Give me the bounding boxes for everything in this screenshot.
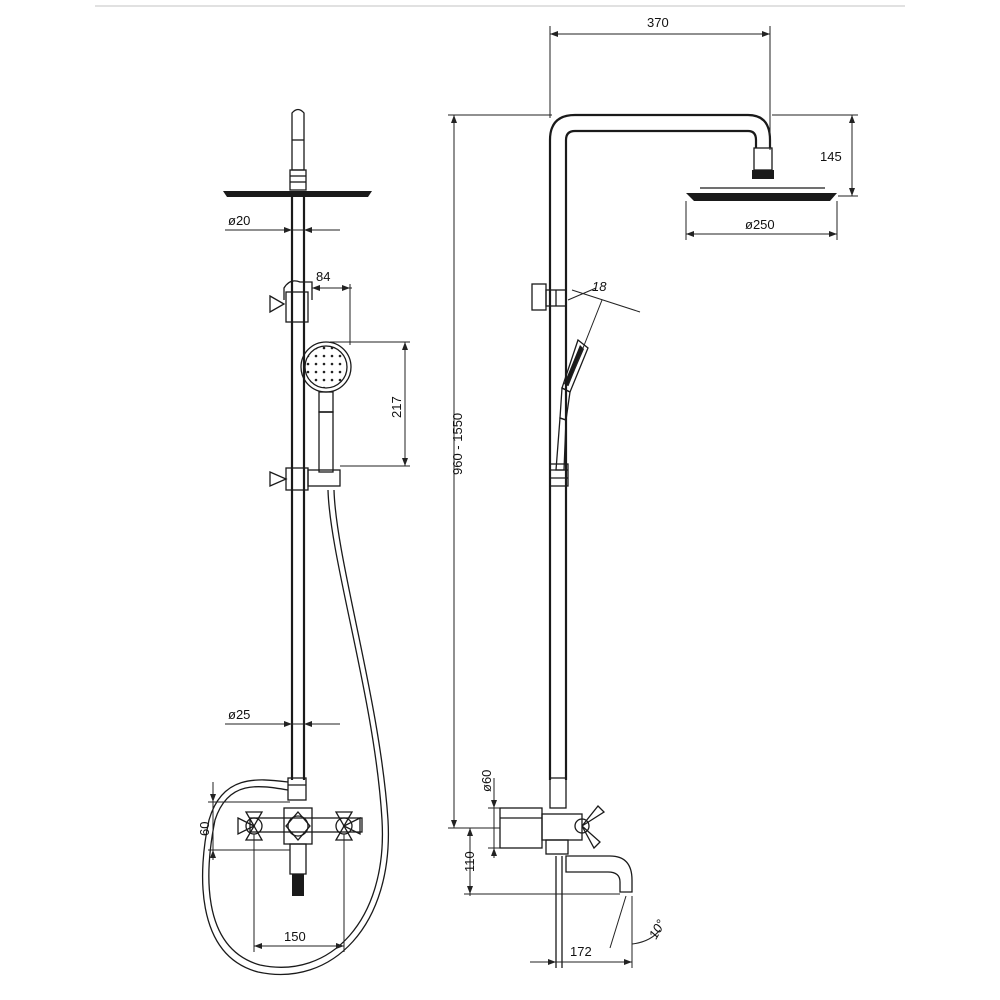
dim-riser-label: ø25	[228, 707, 250, 722]
side-rain-shower-head	[686, 193, 837, 201]
side-view: 370 145 ø250 18	[448, 15, 858, 968]
dim-escutcheon: ø60	[479, 770, 500, 858]
dim-head-diameter-label: ø250	[745, 217, 775, 232]
dim-spout-angle: 10°	[609, 895, 669, 949]
front-view: ø20 84 217 ø25	[197, 108, 410, 976]
dim-height-range: 960 - 1550	[448, 114, 552, 829]
dim-arm-reach: 370	[549, 15, 771, 150]
dim-spout-reach-label: 172	[570, 944, 592, 959]
dim-hand-shower-height: 217	[330, 341, 410, 467]
slide-bracket	[269, 467, 341, 491]
dim-handset-width: 18	[567, 279, 641, 387]
hand-shower	[300, 341, 352, 473]
dim-arm-reach-label: 370	[647, 15, 669, 30]
front-mixer	[237, 777, 363, 896]
dim-mixer-inlet: 60	[197, 782, 290, 860]
side-wall-bracket	[531, 283, 567, 311]
dim-centers: 150	[253, 834, 345, 952]
dim-wall-offset: 84	[312, 269, 352, 345]
rain-shower-head	[223, 191, 372, 197]
dim-wall-offset-label: 84	[316, 269, 330, 284]
dim-head-diameter: ø250	[685, 201, 838, 240]
dim-spout-angle-label: 10°	[646, 917, 669, 942]
dim-handset-width-label: 18	[592, 279, 607, 294]
upper-wall-bracket	[269, 280, 313, 323]
dim-head-connector-label: ø20	[228, 213, 250, 228]
dim-spout-reach: 172	[530, 896, 633, 968]
dim-mixer-height-label: 110	[462, 851, 477, 872]
dim-head-connector: ø20	[225, 213, 340, 233]
dim-escutcheon-label: ø60	[479, 770, 494, 792]
dim-mixer-height: 110	[462, 828, 620, 896]
dim-hand-shower-height-label: 217	[389, 396, 404, 418]
dim-mixer-inlet-label: 60	[197, 822, 212, 836]
dim-height-range-label: 960 - 1550	[450, 413, 465, 475]
side-mixer	[499, 777, 633, 968]
dim-centers-label: 150	[284, 929, 306, 944]
dim-riser: ø25	[225, 707, 340, 727]
dim-head-drop: 145	[772, 114, 858, 197]
dim-head-drop-label: 145	[820, 149, 842, 164]
side-hand-shower	[549, 338, 589, 487]
shower-hose	[208, 489, 384, 968]
